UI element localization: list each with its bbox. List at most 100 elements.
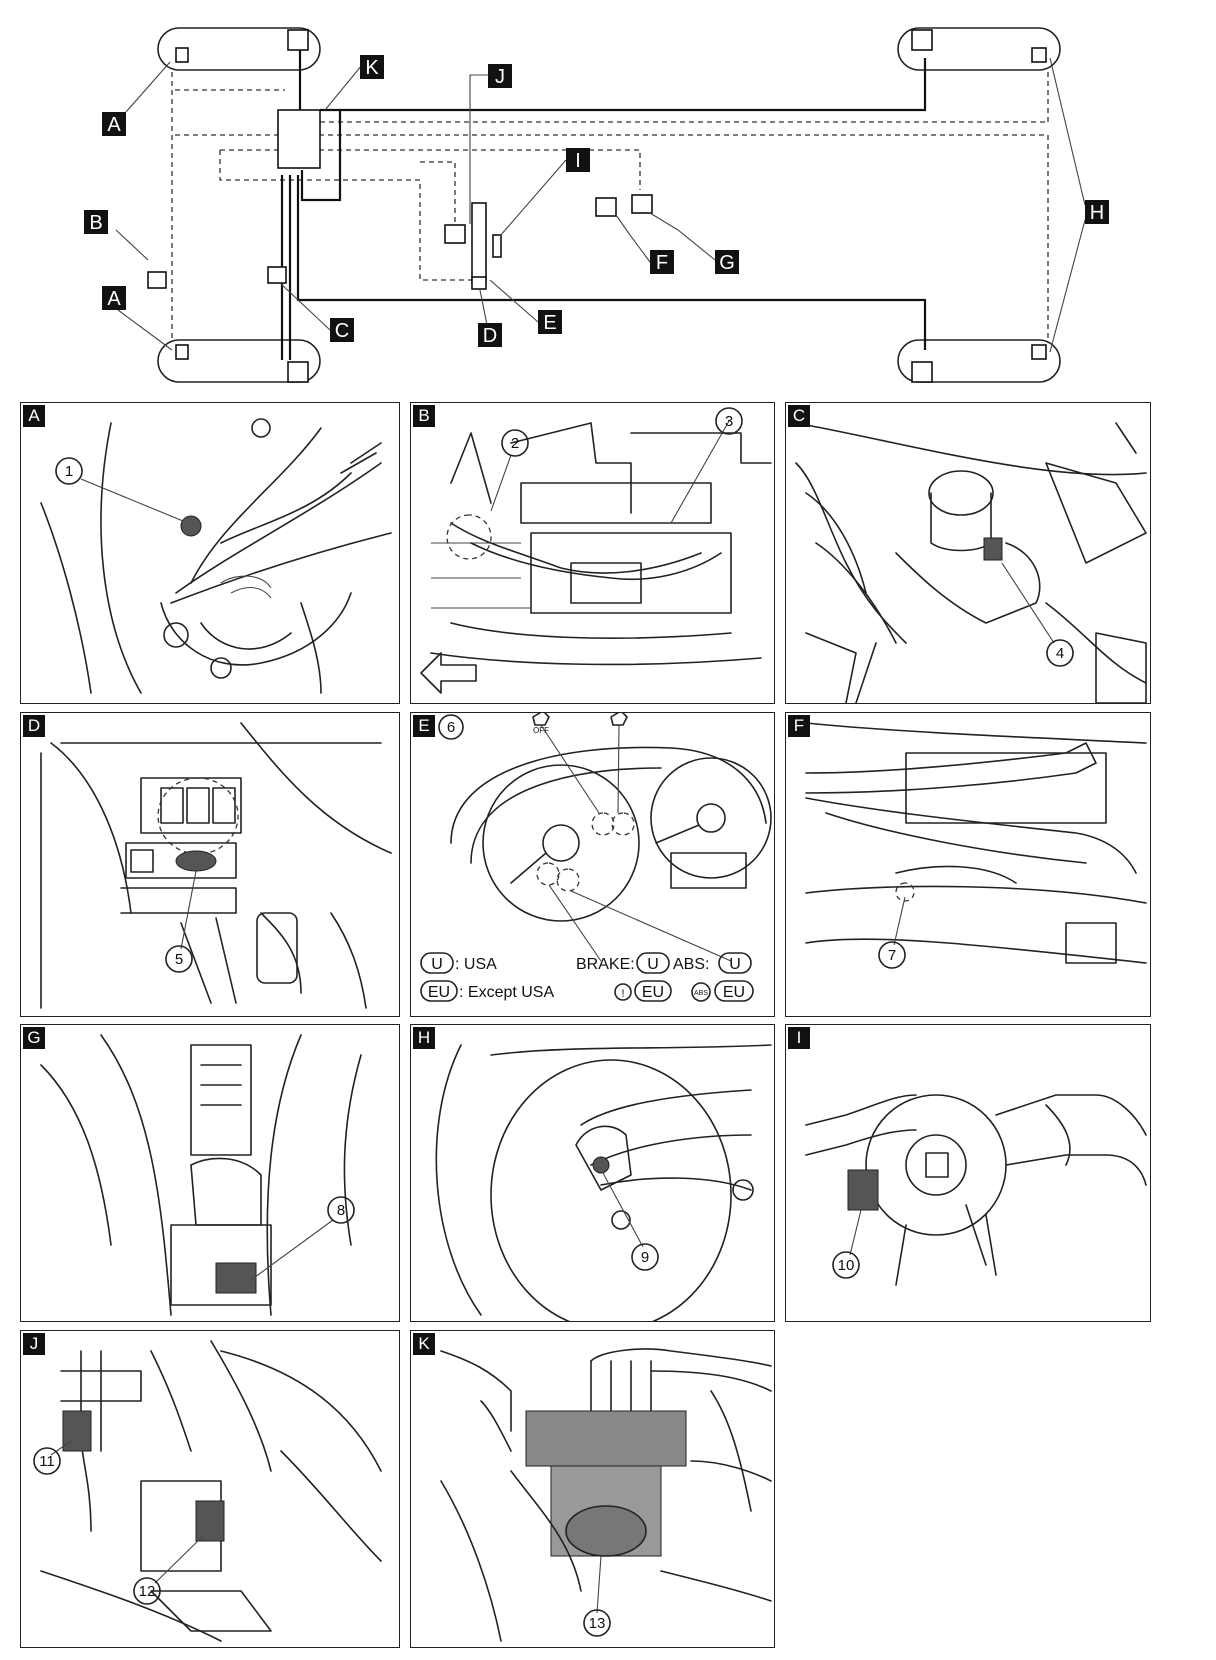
panel-a-label: A [23,405,45,427]
overview-label-a-top: A [102,112,126,136]
wheel-rear-left [897,27,1061,71]
svg-text:C: C [335,320,349,342]
panel-a-front-wheel-sensor: 1 A [20,402,400,704]
connector-highlight [446,514,492,560]
indicator-brake [536,862,560,886]
svg-text:2: 2 [511,435,519,452]
panel-h-rear-wheel-sensor: 9 H [410,1024,775,1322]
indicator-slip [611,812,635,836]
legend-except-usa: EU : Except USA [420,980,554,1002]
brake-fluid-reservoir [928,470,994,516]
legend-abs: ABS: U [673,952,752,974]
svg-text:10: 10 [838,1257,855,1274]
panel-e-combination-meter: OFF 6 U : USA EU : Except USA BRAKE: U A… [410,712,775,1017]
legend-usa: U : USA [420,952,497,974]
panel-g-label: G [23,1027,45,1049]
overview-label-g: G [715,250,739,274]
rear-tire [490,1059,732,1321]
panel-b-engine-room-fuse: 2 3 B [410,402,775,704]
svg-text:F: F [656,252,668,274]
legend-warning-eu: ! EU [614,980,672,1002]
svg-text:B: B [89,212,102,234]
overview-label-j: J [488,64,512,88]
abs-actuator-unit [277,109,321,169]
svg-text:: USA: : USA [455,956,497,973]
svg-text:7: 7 [888,947,896,964]
tachometer [650,757,772,879]
svg-text:OFF: OFF [533,726,549,735]
overview-label-h: H [1085,200,1109,224]
brake-fluid-level-switch [983,537,1003,561]
legend-abs-eu: ABS EU [691,980,754,1002]
svg-text:ABS: ABS [694,990,708,997]
svg-text:BRAKE:: BRAKE: [576,956,635,973]
svg-text:U: U [647,956,659,973]
overview-label-f: F [650,250,674,274]
panel-c-brake-fluid-level: 4 C [785,402,1151,704]
panel-c-label: C [788,405,810,427]
panel-j-pedal-area: 11 12 J [20,1330,400,1648]
front-wheel-sensor [180,515,202,537]
panel-i-label: I [788,1027,810,1049]
svg-text:9: 9 [641,1249,649,1266]
wheel-rear-right [897,339,1061,383]
wire-main-dashed [175,134,1049,343]
svg-text:A: A [107,114,121,136]
svg-text:E: E [543,312,556,334]
svg-text:H: H [1090,202,1104,224]
svg-text:3: 3 [725,413,733,430]
stop-lamp-switch [62,1410,92,1452]
svg-text:U: U [431,956,443,973]
steering-angle-sensor [847,1169,879,1211]
vehicle-layout-overview: A B A C K J I D E F G H [84,27,1109,383]
svg-text:13: 13 [589,1615,606,1632]
vdc-off-indicator-icon: OFF [532,713,550,735]
svg-text:G: G [719,252,735,274]
speedometer [482,764,640,922]
svg-text:A: A [107,288,121,310]
svg-text:ABS:: ABS: [673,956,709,973]
overview-label-a-bottom: A [102,286,126,310]
overview-label-k: K [360,55,384,79]
svg-text:K: K [365,57,379,79]
pedal-pad [150,1590,272,1632]
overview-label-c: C [330,318,354,342]
svg-text:I: I [575,150,581,172]
slip-indicator-icon [610,713,628,726]
overview-label-b: B [84,210,108,234]
brake-line-rear-left [320,58,927,112]
panel-g-center-console: 8 G [20,1024,400,1322]
svg-text:EU: EU [428,984,450,1001]
overview-label-d: D [478,323,502,347]
svg-text:6: 6 [447,719,455,736]
panel-k-label: K [413,1333,435,1355]
svg-text:!: ! [621,988,624,1000]
svg-text:4: 4 [1056,645,1064,662]
panel-d-dash-switches: 5 D [20,712,400,1017]
yaw-rate-sensor [215,1262,257,1294]
rear-wheel-sensor [592,1156,610,1174]
abs-actuator-control-unit [525,1410,687,1467]
front-direction-arrow [420,652,477,694]
brake-line-rear-right [296,175,927,350]
svg-text:: Except USA: : Except USA [459,984,554,1001]
overview-label-e: E [538,310,562,334]
svg-text:12: 12 [139,1583,156,1600]
overview-label-i: I [566,148,590,172]
panel-h-label: H [413,1027,435,1049]
panel-j-label: J [23,1333,45,1355]
svg-text:J: J [495,66,505,88]
panel-d-label: D [23,715,45,737]
wheel-front-left [157,27,321,71]
spiral-cable [865,1094,1007,1236]
svg-text:U: U [729,956,741,973]
panel-f-label: F [788,715,810,737]
svg-text:D: D [483,325,497,347]
panel-e-label: E [413,715,435,737]
svg-text:8: 8 [337,1202,345,1219]
panel-b-label: B [413,405,435,427]
parking-brake-switch [895,882,915,902]
dash-switch [160,787,184,824]
brake-pedal [256,912,298,984]
legend-brake: BRAKE: U [576,952,670,974]
